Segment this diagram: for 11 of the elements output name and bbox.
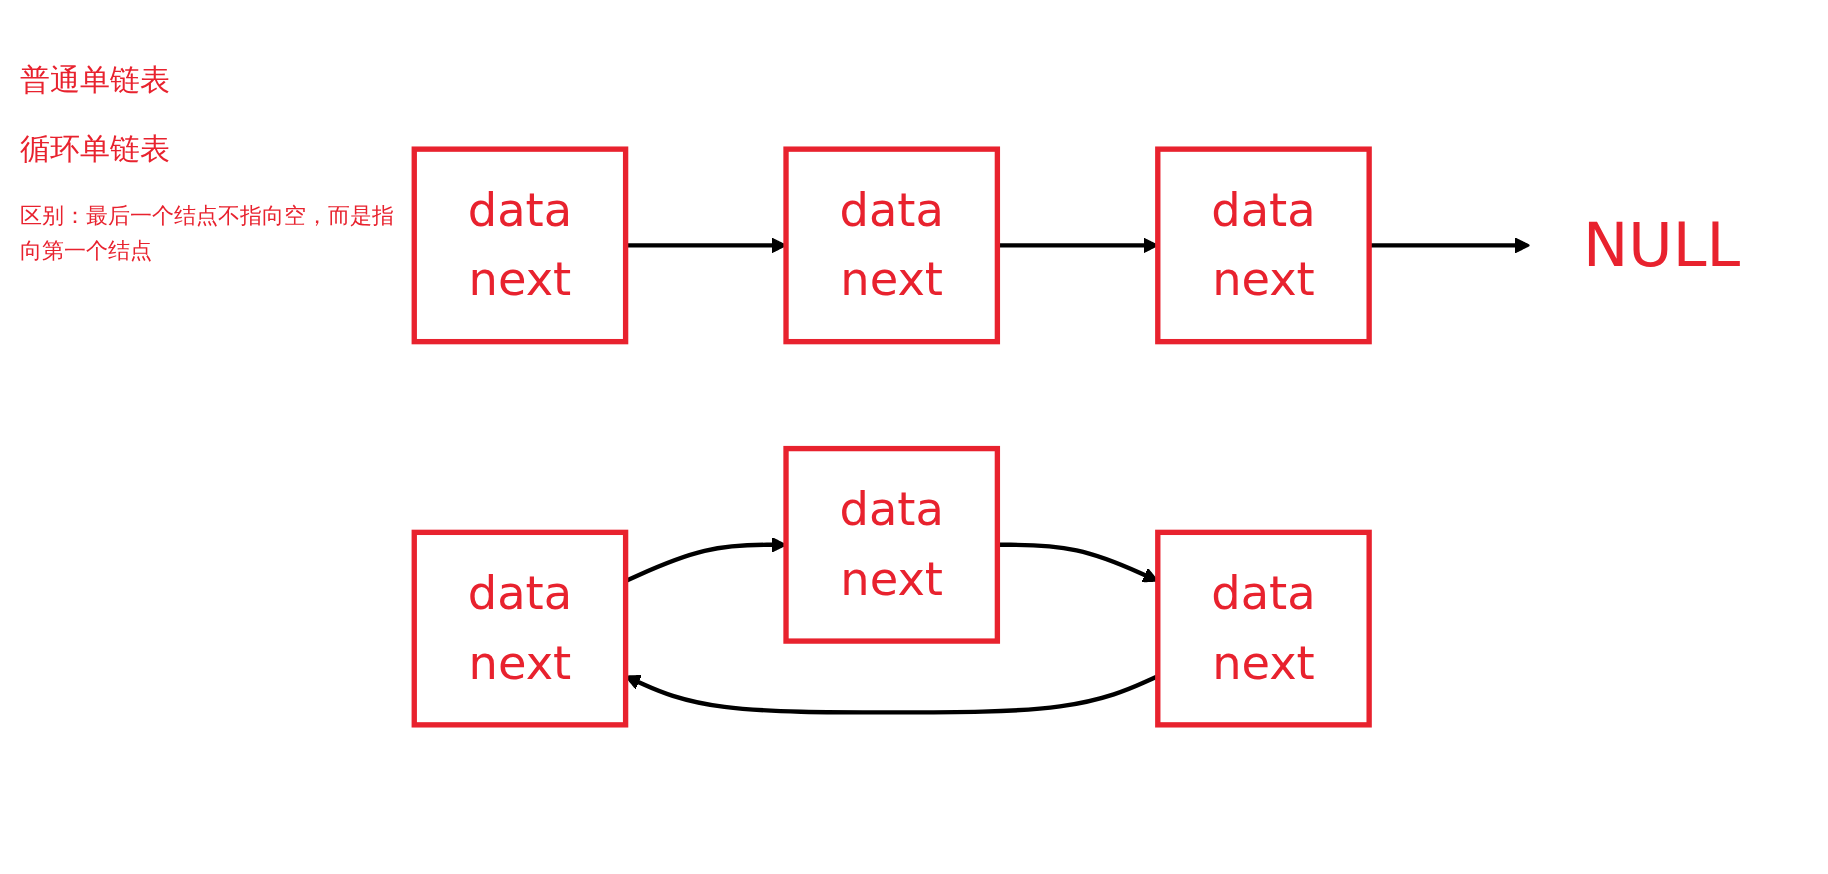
- node-box: data next: [411, 529, 629, 728]
- node-box: data next: [411, 146, 629, 345]
- node-box: data next: [1155, 146, 1372, 345]
- node-box: data next: [783, 146, 1001, 345]
- node-text: NULL: [1583, 208, 1741, 281]
- section-heading: 普通单链表: [20, 61, 171, 99]
- node-box: data next: [783, 445, 1001, 644]
- arrow: [1369, 237, 1531, 254]
- note-text: 区别：最后一个结点不指向空，而是指向第一个结点: [20, 202, 395, 266]
- section-heading: 循环单链表: [20, 130, 171, 168]
- node-box: data next: [1155, 529, 1372, 728]
